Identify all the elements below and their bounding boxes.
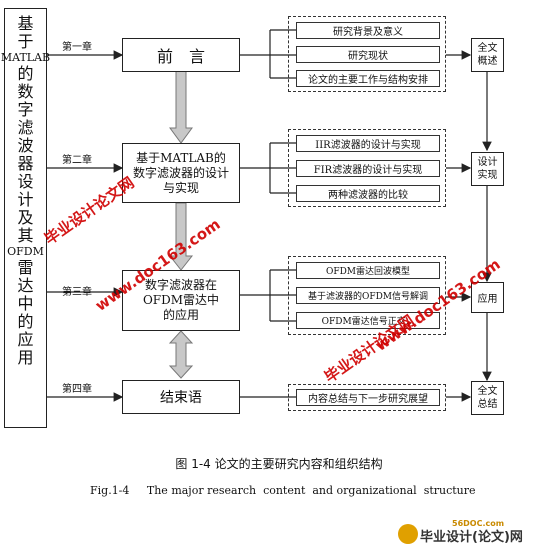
title-char: 设 (17, 172, 34, 191)
summary-box-overview: 全文 概述 (471, 38, 504, 72)
group-3-item: 基于滤波器的OFDM信号解调 (296, 287, 440, 304)
logo-icon (398, 524, 418, 544)
chapter-label-1: 第一章 (62, 42, 92, 53)
chapter-title-2: 基于MATLAB的数字滤波器的设计与实现 (132, 150, 229, 195)
chapter-box-2: 基于MATLAB的数字滤波器的设计与实现 (122, 143, 240, 203)
chapter-box-3: 数字滤波器在OFDM雷达中的应用 (122, 270, 240, 331)
group-2-frame (288, 129, 446, 207)
title-char: 用 (17, 348, 34, 367)
group-1-frame (288, 16, 446, 92)
title-char: 滤 (17, 118, 34, 137)
group-3-item: OFDM雷达信号正交... (296, 312, 440, 329)
title-char: 及 (17, 208, 34, 227)
title-char: 于 (17, 32, 34, 51)
title-char: 应 (17, 330, 34, 349)
title-char: 的 (17, 312, 34, 331)
group-1-item: 论文的主要工作与结构安排 (296, 70, 440, 87)
group-3-item: OFDM雷达回波模型 (296, 262, 440, 279)
title-char: 数 (17, 82, 34, 101)
group-3-frame (288, 256, 446, 335)
title-char: 波 (17, 136, 34, 155)
title-char: 其 (17, 226, 34, 245)
title-char: 达 (17, 276, 34, 295)
title-char: MATLAB (0, 51, 51, 64)
title-char: 字 (17, 100, 34, 119)
title-char: 器 (17, 154, 34, 173)
title-char: 雷 (17, 258, 34, 277)
logo-url: 56DOC.com (452, 519, 505, 528)
title-char: 中 (17, 294, 34, 313)
group-1-item: 研究背景及意义 (296, 22, 440, 39)
group-2-item: 两种滤波器的比较 (296, 185, 440, 202)
chapter-label-2: 第二章 (62, 155, 92, 166)
chapter-title-4: 结束语 (160, 390, 202, 406)
summary-box-design: 设计 实现 (471, 152, 504, 186)
chapter-title-3: 数字滤波器在OFDM雷达中的应用 (142, 278, 220, 322)
title-char: 的 (17, 64, 34, 83)
group-4-item: 内容总结与下一步研究展望 (296, 389, 440, 406)
group-2-item: FIR滤波器的设计与实现 (296, 160, 440, 177)
chapter-box-4: 结束语 (122, 380, 240, 414)
logo-text: 毕业设计(论文)网 (420, 530, 523, 545)
summary-box-application: 应用 (471, 282, 504, 313)
caption-english: Fig.1-4 The major research content and o… (90, 484, 476, 497)
chapter-box-1: 前 言 (122, 38, 240, 72)
chapter-label-4: 第四章 (62, 384, 92, 395)
group-2-item: IIR滤波器的设计与实现 (296, 135, 440, 152)
title-char: OFDM (7, 245, 44, 258)
title-char: 计 (17, 190, 34, 209)
summary-box-conclusion: 全文 总结 (471, 381, 504, 415)
group-4-frame (288, 384, 446, 411)
chapter-label-3: 第三章 (62, 287, 92, 298)
chapter-title-1: 前 言 (156, 47, 205, 66)
title-char: 基 (17, 14, 34, 33)
group-1-item: 研究现状 (296, 46, 440, 63)
caption-chinese: 图 1-4 论文的主要研究内容和组织结构 (175, 457, 383, 471)
